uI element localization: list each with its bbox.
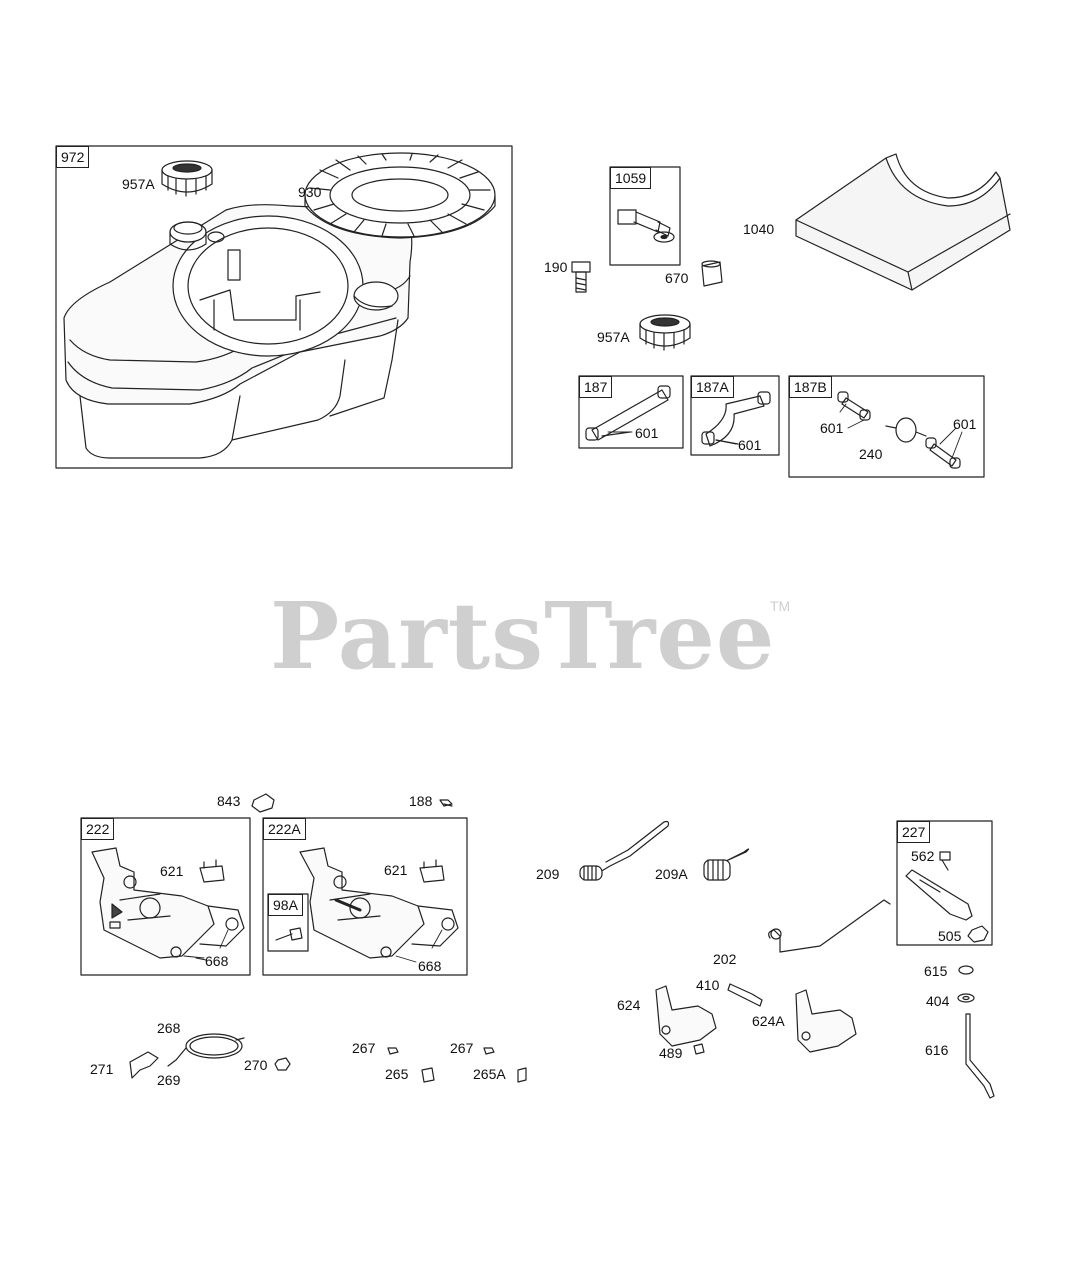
air-cleaner-cover-part xyxy=(795,153,1011,291)
screw-489-part xyxy=(693,1043,705,1055)
callout-621: 621 xyxy=(160,863,184,879)
callout-267: 267 xyxy=(352,1040,376,1056)
stud-part xyxy=(571,261,591,293)
governor-spring-209A-part xyxy=(703,848,750,881)
callout-668: 668 xyxy=(418,958,442,974)
box-972 xyxy=(55,145,513,469)
shaft-616-part xyxy=(965,1013,995,1099)
spring-clip-621b-part xyxy=(419,859,445,883)
callout-601: 601 xyxy=(953,416,977,432)
screw-267b-part xyxy=(483,1047,495,1055)
box-187 xyxy=(578,375,684,449)
clip-265A-part xyxy=(517,1067,527,1083)
bracket-624A-part xyxy=(795,989,857,1053)
callout-957A: 957A xyxy=(597,329,630,345)
box-tag-972: 972 xyxy=(56,146,90,168)
governor-spring-209-part xyxy=(579,820,670,881)
callout-209A: 209A xyxy=(655,866,688,882)
screw-562-part xyxy=(939,851,951,871)
fuel-tank-part xyxy=(63,204,413,459)
fuel-line-187B-part xyxy=(837,391,961,469)
watermark-trademark: TM xyxy=(770,598,791,614)
box-tag-187B: 187B xyxy=(789,376,832,398)
callout-269: 269 xyxy=(157,1072,181,1088)
leader-lines-top xyxy=(607,403,963,459)
clip-843-part xyxy=(251,793,275,813)
box-tag-98A: 98A xyxy=(268,894,303,916)
screw-267a-part xyxy=(387,1047,399,1055)
callout-1040: 1040 xyxy=(743,221,775,237)
box-tag-222A: 222A xyxy=(263,818,306,840)
clamp-271-part xyxy=(129,1051,159,1079)
callout-668: 668 xyxy=(205,953,229,969)
cable-268-part xyxy=(175,1033,245,1061)
callout-843: 843 xyxy=(217,793,241,809)
box-tag-187A: 187A xyxy=(691,376,734,398)
callout-202: 202 xyxy=(713,951,737,967)
callout-270: 270 xyxy=(244,1057,268,1073)
callout-410: 410 xyxy=(696,977,720,993)
callout-621: 621 xyxy=(384,862,408,878)
leader-lines-governor xyxy=(183,929,443,963)
callout-562: 562 xyxy=(911,848,935,864)
callout-601: 601 xyxy=(738,437,762,453)
callout-271: 271 xyxy=(90,1061,114,1077)
callout-624: 624 xyxy=(617,997,641,1013)
bracket-624-part xyxy=(655,985,717,1047)
nut-615-part xyxy=(958,965,974,975)
nut-505-part xyxy=(967,925,989,943)
spring-clip-621a-part xyxy=(199,859,225,883)
fuel-cap-part xyxy=(161,160,691,351)
callout-188: 188 xyxy=(409,793,433,809)
box-227 xyxy=(896,820,993,946)
screw-98A-part xyxy=(275,927,303,941)
governor-lever-227-part xyxy=(905,869,973,921)
end-269-part xyxy=(167,1059,177,1067)
washer-404-part xyxy=(957,993,975,1003)
callout-670: 670 xyxy=(665,270,689,286)
control-bracket-222A-part xyxy=(299,847,459,959)
callout-190: 190 xyxy=(544,259,568,275)
callout-957A: 957A xyxy=(122,176,155,192)
callout-267: 267 xyxy=(450,1040,474,1056)
callout-265: 265 xyxy=(385,1066,409,1082)
callout-404: 404 xyxy=(926,993,950,1009)
box-222A xyxy=(262,817,468,976)
callout-930: 930 xyxy=(298,184,322,200)
bushing-part xyxy=(701,260,723,287)
box-tag-227: 227 xyxy=(897,821,931,843)
nut-270-part xyxy=(274,1057,291,1071)
callout-240: 240 xyxy=(859,446,883,462)
shoulder-screw-part xyxy=(617,209,675,243)
callout-615: 615 xyxy=(924,963,948,979)
callout-601: 601 xyxy=(820,420,844,436)
clip-265-part xyxy=(421,1067,435,1083)
callout-624A: 624A xyxy=(752,1013,785,1029)
box-187A xyxy=(690,375,780,456)
callout-209: 209 xyxy=(536,866,560,882)
box-187B xyxy=(788,375,985,478)
callout-489: 489 xyxy=(659,1045,683,1061)
box-tag-1059: 1059 xyxy=(610,167,652,189)
governor-link-202-part xyxy=(768,899,891,953)
callout-601: 601 xyxy=(635,425,659,441)
callout-265A: 265A xyxy=(473,1066,506,1082)
link-410-part xyxy=(727,983,763,1007)
fuel-line-187-part xyxy=(585,385,671,441)
box-tag-187: 187 xyxy=(579,376,613,398)
recoil-cover-part xyxy=(304,152,496,239)
callout-505: 505 xyxy=(938,928,962,944)
screw-188-part xyxy=(439,799,453,807)
box-tag-222: 222 xyxy=(81,818,115,840)
box-222 xyxy=(80,817,251,976)
callout-616: 616 xyxy=(925,1042,949,1058)
callout-268: 268 xyxy=(157,1020,181,1036)
watermark-brand: PartsTree xyxy=(270,582,776,690)
control-bracket-222-part xyxy=(91,847,245,959)
